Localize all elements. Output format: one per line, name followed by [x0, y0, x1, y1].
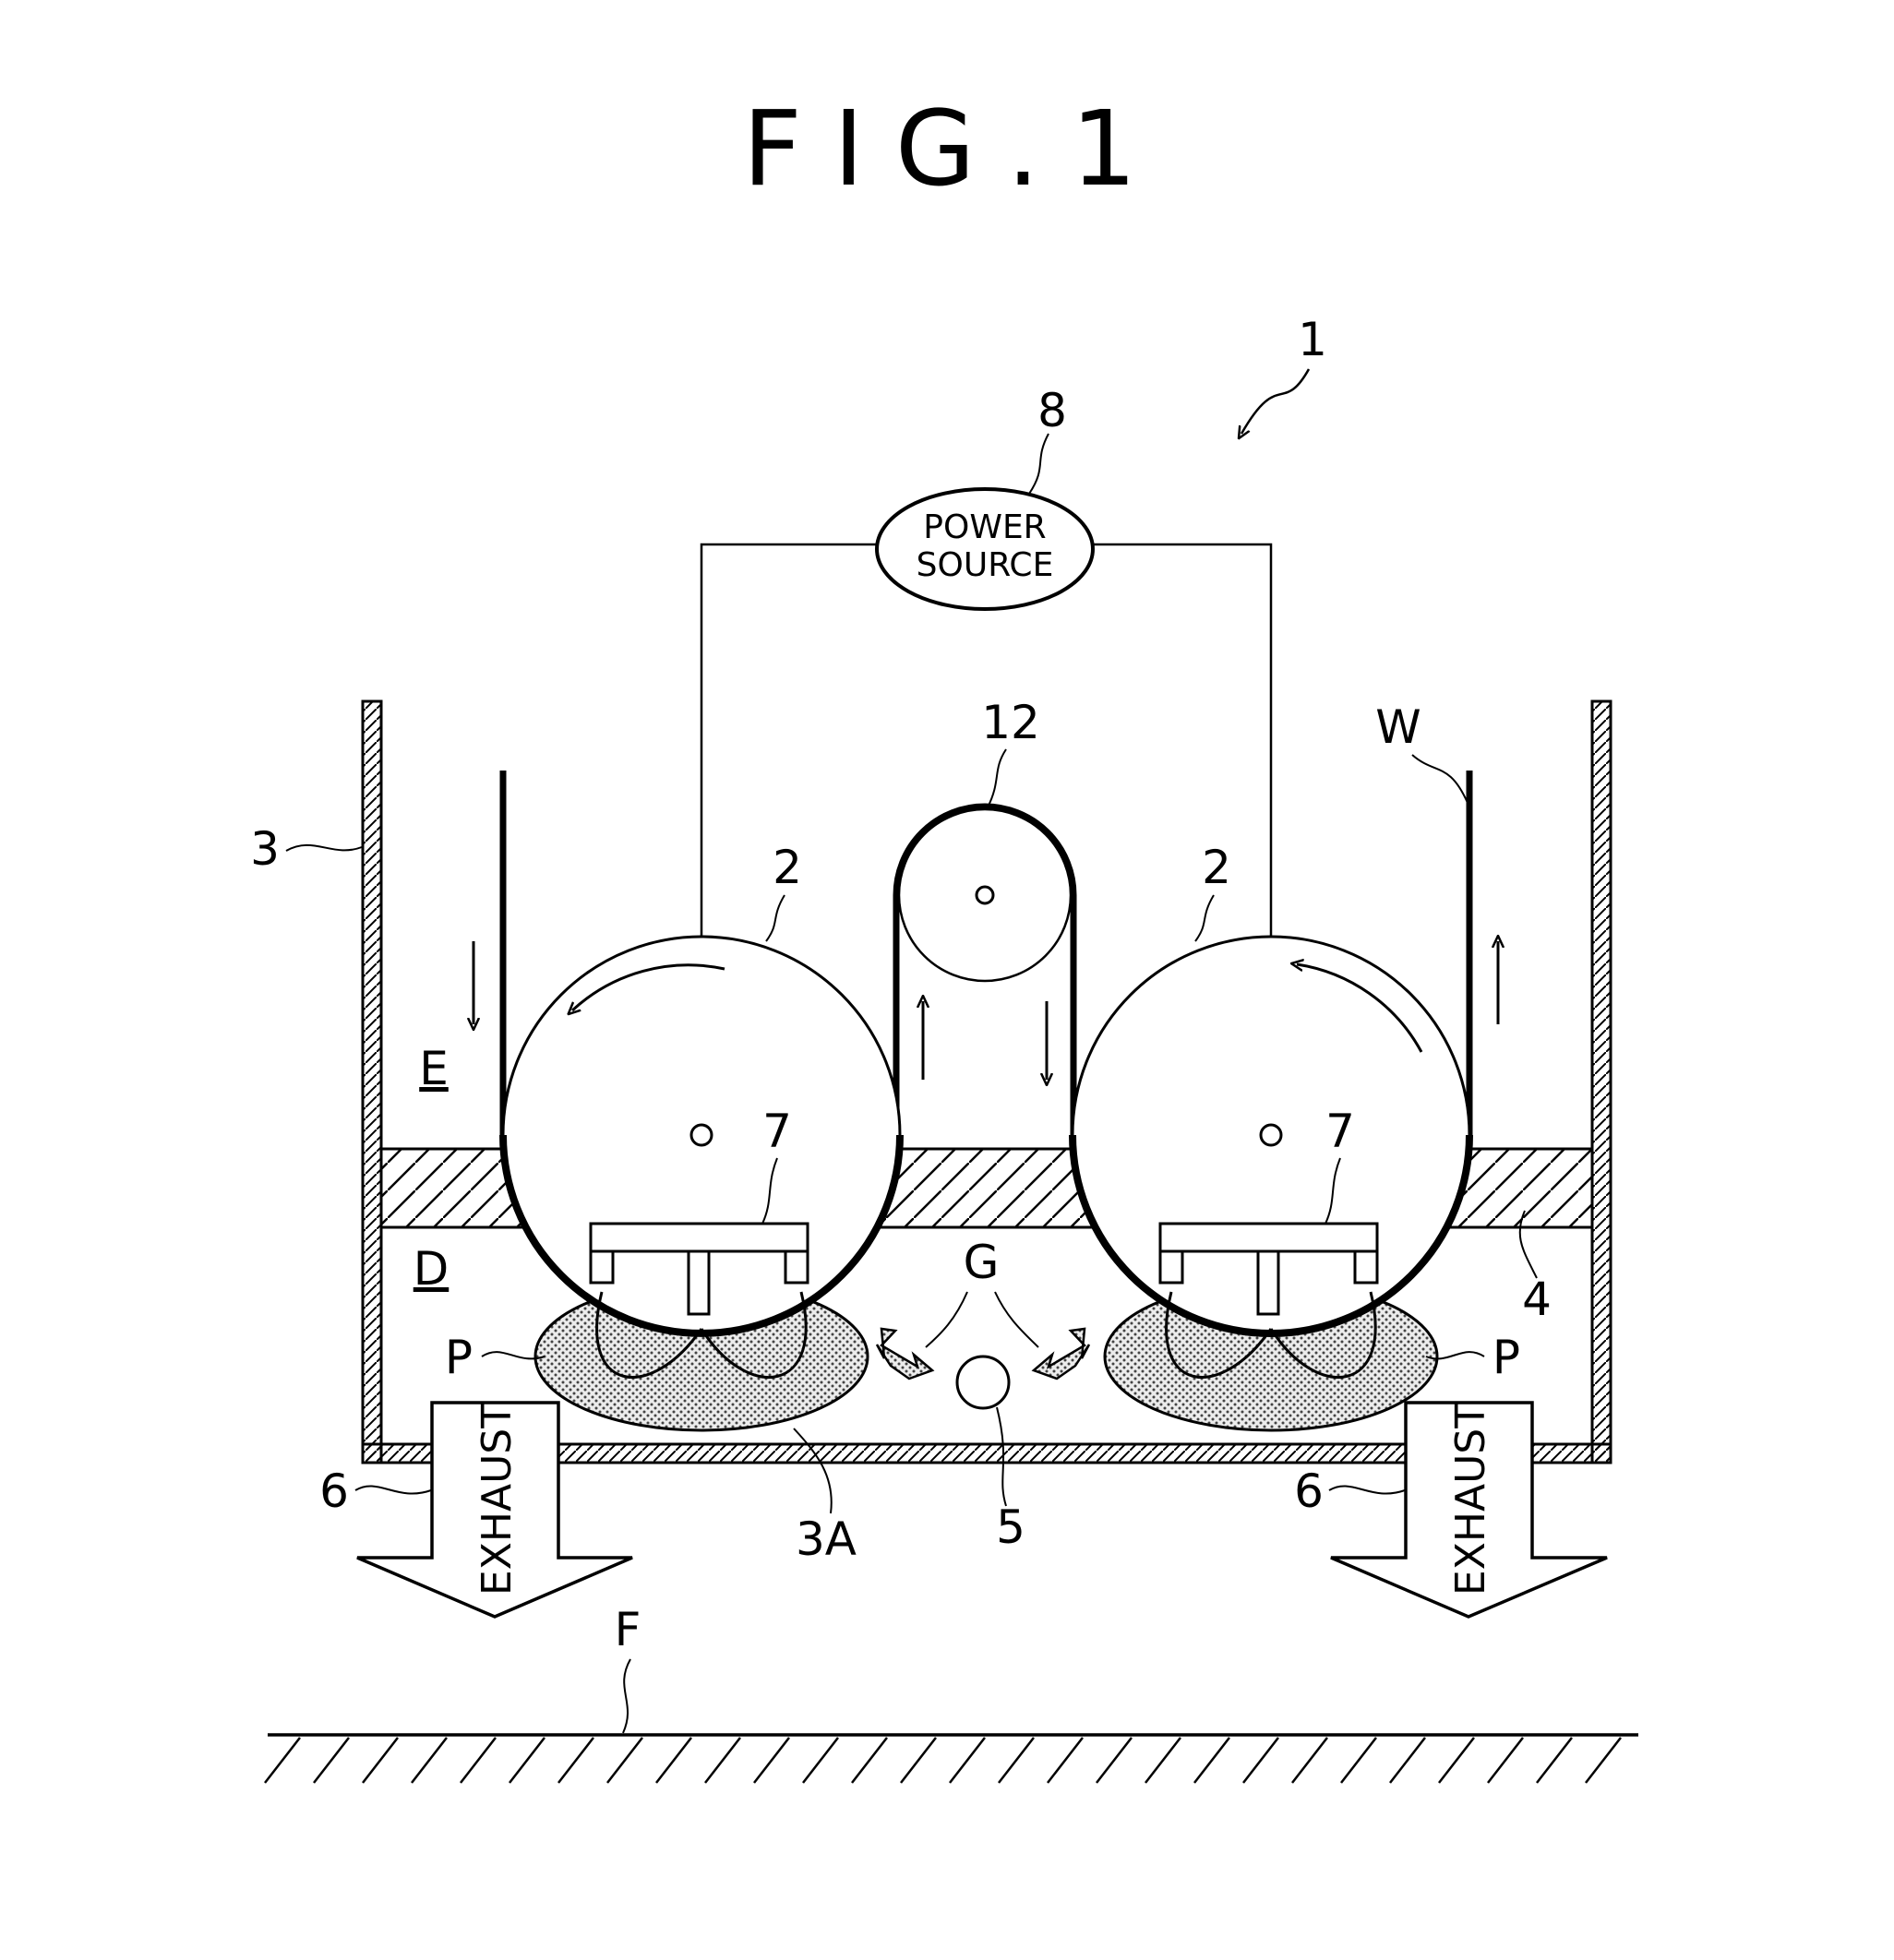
label-exhaust-left: 6 — [319, 1464, 349, 1518]
label-guide-roller: 12 — [981, 696, 1040, 749]
roller-right-leader — [1195, 895, 1214, 941]
tank-wall-right — [1592, 701, 1611, 1463]
gas-leader — [995, 1292, 1038, 1347]
label-apparatus: 1 — [1298, 313, 1327, 366]
electrode-right-tooth — [1160, 1251, 1182, 1283]
label-zone-d: D — [414, 1242, 450, 1296]
roller-right-axis — [1261, 1125, 1281, 1145]
electrode-left-bar — [591, 1224, 808, 1251]
exhaust-left-leader — [355, 1486, 431, 1493]
gas-supply: 5 G — [877, 1236, 1089, 1554]
label-roller-right: 2 — [1202, 841, 1231, 894]
tank-leader — [286, 845, 362, 851]
label-film: W — [1375, 700, 1420, 754]
label-gas-nozzle: 5 — [996, 1500, 1025, 1554]
label-electrode-right: 7 — [1325, 1105, 1355, 1158]
floor-hatch — [265, 1738, 1621, 1783]
guide-roller: 12 — [896, 696, 1073, 1140]
label-power: 8 — [1037, 384, 1067, 437]
electrode-right-tooth — [1258, 1251, 1278, 1314]
floor: F — [265, 1603, 1638, 1783]
label-plasma-right: P — [1492, 1331, 1520, 1384]
electrode-right-tooth — [1355, 1251, 1377, 1283]
label-exhaust-right: 6 — [1294, 1464, 1324, 1518]
label-zone-e: E — [419, 1042, 449, 1095]
label-floor: F — [615, 1603, 641, 1656]
figure-title: FIG.1 — [742, 90, 1168, 209]
electrode-left-tooth — [689, 1251, 709, 1314]
gas-leader — [926, 1292, 967, 1347]
exhaust-left-label: EXHAUST — [474, 1404, 521, 1595]
label-plasma-left: P — [445, 1331, 473, 1384]
label-gas: G — [964, 1236, 1000, 1289]
exhaust-right-leader — [1329, 1486, 1405, 1493]
power-source-line1: POWER — [923, 508, 1046, 546]
roller-left-leader — [766, 895, 785, 941]
tank-wall-left — [363, 701, 381, 1463]
floor-leader — [623, 1659, 630, 1733]
label-bottom: 3A — [796, 1512, 857, 1566]
label-electrode-left: 7 — [762, 1105, 792, 1158]
label-tank: 3 — [250, 822, 280, 876]
power-leader — [1029, 434, 1049, 494]
gas-nozzle — [957, 1356, 1009, 1408]
apparatus-leader-arrow — [1241, 369, 1309, 434]
gas-flow-arrow-right — [1034, 1329, 1089, 1379]
film-leader — [1412, 755, 1468, 803]
apparatus-reference: 1 — [1241, 313, 1327, 434]
guide-roller-leader — [988, 749, 1006, 807]
exhaust-right-label: EXHAUST — [1447, 1404, 1494, 1595]
bottom-leader — [794, 1428, 832, 1513]
gas-flow-arrow-left — [877, 1329, 932, 1379]
electrode-left-tooth — [785, 1251, 808, 1283]
electrode-left-tooth — [591, 1251, 613, 1283]
label-roller-left: 2 — [773, 841, 802, 894]
power-source-line2: SOURCE — [917, 546, 1054, 584]
exhaust-right: EXHAUST 6 — [1294, 1403, 1607, 1617]
power-source: POWER SOURCE 8 — [877, 384, 1093, 609]
electrode-right-bar — [1160, 1224, 1377, 1251]
guide-roller-axis — [977, 887, 993, 903]
label-partition: 4 — [1522, 1273, 1552, 1326]
roller-left-axis — [691, 1125, 712, 1145]
